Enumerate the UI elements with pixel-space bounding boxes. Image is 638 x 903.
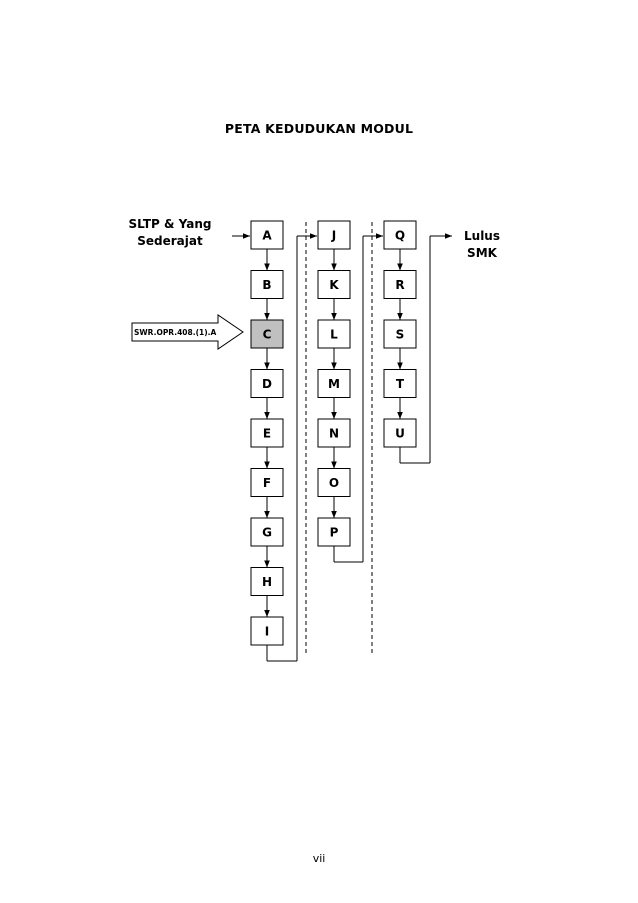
module-box-rect — [383, 270, 417, 299]
end-label-line2: SMK — [467, 246, 498, 260]
module-box-r: R — [383, 270, 417, 299]
module-box-t: T — [383, 369, 417, 398]
module-boxes: A B C D E F G H I J K L M N O P Q R S T U — [250, 220, 417, 646]
module-box-label: L — [330, 328, 338, 342]
module-box-label: K — [329, 278, 339, 292]
module-box-e: E — [250, 418, 284, 448]
module-box-p: P — [317, 517, 351, 547]
module-box-l: L — [317, 319, 351, 349]
module-box-label: Q — [395, 229, 405, 243]
module-box-label: O — [329, 476, 339, 490]
module-box-label: F — [263, 476, 271, 490]
module-box-rect — [317, 220, 351, 250]
module-connectors — [264, 233, 452, 662]
module-box-label: C — [263, 328, 272, 342]
current-module-code: SWR.OPR.408.(1).A — [134, 328, 217, 337]
end-label-line1: Lulus — [464, 229, 500, 243]
module-box-label: D — [262, 377, 272, 391]
module-box-a: A — [250, 220, 284, 250]
module-box-label: U — [395, 427, 405, 441]
module-box-rect — [383, 418, 417, 448]
module-box-rect — [250, 220, 284, 250]
module-box-rect — [317, 517, 351, 547]
current-module-pointer-arrow — [131, 314, 244, 350]
start-label-line1: SLTP & Yang — [129, 217, 212, 231]
module-box-rect — [317, 319, 351, 349]
module-box-rect — [317, 369, 351, 398]
module-box-rect — [250, 418, 284, 448]
module-box-u: U — [383, 418, 417, 448]
module-box-label: E — [263, 427, 271, 441]
module-box-rect — [250, 270, 284, 299]
module-box-label: J — [331, 229, 336, 243]
module-box-rect — [383, 319, 417, 349]
module-box-h: H — [250, 567, 284, 596]
module-box-i: I — [250, 616, 284, 646]
module-box-label: T — [396, 377, 405, 391]
module-box-rect — [250, 369, 284, 398]
module-box-rect — [250, 517, 284, 547]
page-title: PETA KEDUDUKAN MODUL — [224, 121, 414, 136]
module-box-label: N — [329, 427, 339, 441]
module-box-m: M — [317, 369, 351, 398]
module-box-q: Q — [383, 220, 417, 250]
module-box-label: B — [262, 278, 271, 292]
module-box-label: P — [330, 526, 339, 540]
module-box-rect — [383, 369, 417, 398]
module-box-rect — [250, 616, 284, 646]
module-box-rect — [317, 270, 351, 299]
start-label-line2: Sederajat — [137, 234, 203, 248]
module-box-n: N — [317, 418, 351, 448]
module-box-label: A — [262, 229, 272, 243]
module-box-g: G — [250, 517, 284, 547]
module-box-b: B — [250, 270, 284, 299]
module-box-label: S — [396, 328, 405, 342]
module-box-k: K — [317, 270, 351, 299]
module-box-label: I — [265, 625, 269, 639]
module-box-rect — [383, 220, 417, 250]
module-box-rect — [250, 567, 284, 596]
module-box-label: R — [395, 278, 404, 292]
page-number: vii — [312, 852, 326, 865]
module-box-label: H — [262, 575, 272, 589]
module-box-j: J — [317, 220, 351, 250]
module-box-rect — [250, 319, 284, 349]
module-box-s: S — [383, 319, 417, 349]
module-box-d: D — [250, 369, 284, 398]
module-box-f: F — [250, 468, 284, 497]
module-box-label: G — [262, 526, 272, 540]
module-box-label: M — [328, 377, 340, 391]
module-box-c: C — [250, 319, 284, 349]
module-box-rect — [317, 468, 351, 497]
module-box-rect — [250, 468, 284, 497]
module-box-o: O — [317, 468, 351, 497]
module-box-rect — [317, 418, 351, 448]
